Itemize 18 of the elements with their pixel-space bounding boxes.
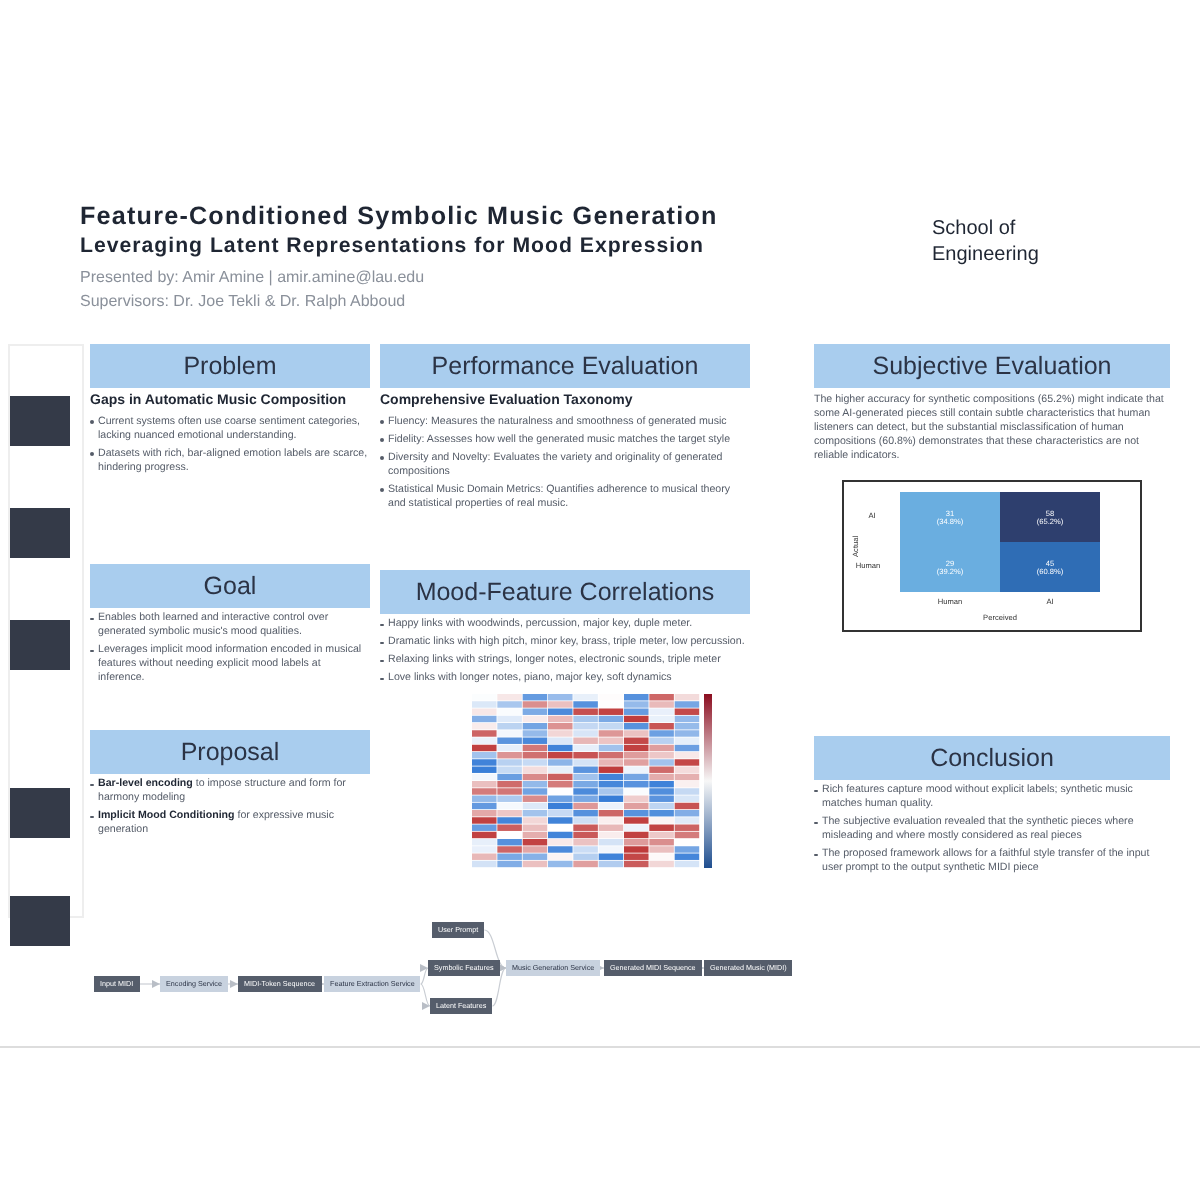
arrow	[483, 929, 507, 970]
arrow	[419, 967, 429, 985]
section-header: Goal	[90, 564, 370, 608]
school-name: School of Engineering	[932, 216, 1041, 268]
supervisors-text: Supervisors: Dr. Joe Tekli & Dr. Ralph Abboud	[80, 292, 406, 310]
poster-title: Feature-Conditioned Symbolic Music Generation	[80, 202, 718, 230]
section-header: Subjective Evaluation	[814, 344, 1170, 388]
arrow	[491, 967, 507, 1007]
arrow	[420, 983, 431, 1007]
section-header: Conclusion	[814, 736, 1170, 780]
section-header: Mood-Feature Correlations	[380, 570, 750, 614]
section-header: Performance Evaluation	[380, 344, 750, 388]
section-header: Proposal	[90, 730, 370, 774]
presenter-text: Presented by: Amir Amine | amir.amine@lau.edu	[80, 268, 425, 286]
section-header: Problem	[90, 344, 370, 388]
arrow	[227, 980, 239, 988]
arrow	[138, 980, 161, 988]
poster-subtitle: Leveraging Latent Representations for Mood Expression	[80, 234, 704, 258]
